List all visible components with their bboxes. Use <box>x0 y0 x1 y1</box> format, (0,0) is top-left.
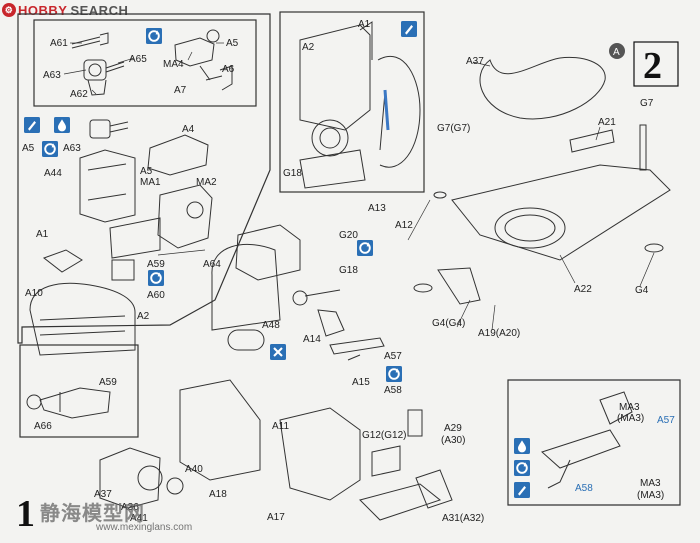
label-a30: (A30) <box>441 435 465 446</box>
label-ma3-a: MA3 <box>619 402 640 413</box>
label-a21: A21 <box>598 117 616 128</box>
label-a11: A11 <box>272 421 289 432</box>
glue-icon-inset <box>401 21 417 37</box>
label-ma3-c: MA3 <box>640 478 661 489</box>
label-a1-left: A1 <box>36 229 49 240</box>
label-a61: A61 <box>50 38 68 49</box>
part-drawings-step1 <box>26 29 233 419</box>
rotate-icon-top <box>146 28 162 44</box>
label-a5-top: A5 <box>226 38 239 49</box>
label-a5-mid: A5 <box>22 143 35 154</box>
step-2-circle-letter: A <box>613 47 620 58</box>
label-a65: A65 <box>129 54 147 65</box>
label-a57-blue: A57 <box>657 415 675 426</box>
label-a63-mid: A63 <box>63 143 81 154</box>
part-labels: A61 A65 MA4 A5 A63 A6 A62 A7 A5 A63 A4 A… <box>22 19 675 524</box>
label-a4: A4 <box>182 124 195 135</box>
label-a15: A15 <box>352 377 370 388</box>
label-a48: A48 <box>262 320 280 331</box>
label-a59-mid: A59 <box>147 259 165 270</box>
label-ma1: MA1 <box>140 177 161 188</box>
label-a31: A31(A32) <box>442 513 484 524</box>
label-a7: A7 <box>174 85 187 96</box>
rotate-icon-a59 <box>148 270 164 286</box>
label-g7-b: G7 <box>640 98 654 109</box>
label-ma3-b: (MA3) <box>617 413 644 424</box>
leader-lines <box>63 42 655 331</box>
label-a66: A66 <box>34 421 52 432</box>
label-g18-top: G18 <box>283 168 302 179</box>
label-a19: A19(A20) <box>478 328 520 339</box>
rotate-icon-a5 <box>42 141 58 157</box>
step2-frame <box>279 11 681 506</box>
hobby-search-logo-icon: ⚙ <box>2 3 16 17</box>
label-a6: A6 <box>222 64 235 75</box>
label-g18-mid: G18 <box>339 265 358 276</box>
watermark-cn: 静海模型网 <box>40 501 145 525</box>
step-1-number: 1 <box>16 493 35 535</box>
label-a18: A18 <box>209 489 227 500</box>
glue-icon-a <box>24 117 40 133</box>
label-a44: A44 <box>44 168 62 179</box>
drop-icon-a <box>54 117 70 133</box>
label-ma2: MA2 <box>196 177 217 188</box>
drop-icon-ma3 <box>514 438 530 454</box>
label-g12: G12(G12) <box>362 430 406 441</box>
label-a36: A36 <box>121 502 139 513</box>
label-a40: A40 <box>185 464 203 475</box>
label-a60: A60 <box>147 290 165 301</box>
rotate-icon-g20 <box>357 240 373 256</box>
label-a37-bot: A37 <box>94 489 112 500</box>
label-a63-top: A63 <box>43 70 61 81</box>
do-not-glue-icon <box>270 344 286 360</box>
step-2-circle-marker <box>609 43 625 59</box>
label-a57: A57 <box>384 351 402 362</box>
label-a10: A10 <box>25 288 43 299</box>
label-a58-blue: A58 <box>575 483 593 494</box>
label-g20: G20 <box>339 230 358 241</box>
label-a64: A64 <box>203 259 221 270</box>
label-a13: A13 <box>368 203 386 214</box>
label-a12: A12 <box>395 220 413 231</box>
label-a29: A29 <box>444 423 462 434</box>
rotate-icon-a57 <box>386 366 402 382</box>
step1-frame <box>17 13 271 438</box>
label-a1-top: A1 <box>358 19 371 30</box>
label-a2-top: A2 <box>302 42 315 53</box>
label-a59-inset: A59 <box>99 377 117 388</box>
step-2-box <box>633 41 679 87</box>
label-a17: A17 <box>267 512 285 523</box>
step-2-number: 2 <box>643 45 662 87</box>
rotate-icon-ma3 <box>514 460 530 476</box>
label-a58: A58 <box>384 385 402 396</box>
label-g7-a: G7(G7) <box>437 123 470 134</box>
label-a37-top: A37 <box>466 56 484 67</box>
label-a2-left: A2 <box>137 311 150 322</box>
label-g4g4: G4(G4) <box>432 318 465 329</box>
label-a22: A22 <box>574 284 592 295</box>
label-a14: A14 <box>303 334 321 345</box>
label-a41: A41 <box>130 513 148 524</box>
glue-icon-ma3 <box>514 482 530 498</box>
watermark-url: www.mexinglans.com <box>96 522 193 533</box>
label-ma4: MA4 <box>163 59 184 70</box>
part-drawings-step2 <box>413 56 671 489</box>
label-a5-ma1: A5 <box>140 166 153 177</box>
label-a62: A62 <box>70 89 88 100</box>
part-drawings-main <box>99 21 453 521</box>
label-ma3-d: (MA3) <box>637 490 664 501</box>
label-g4: G4 <box>635 285 649 296</box>
